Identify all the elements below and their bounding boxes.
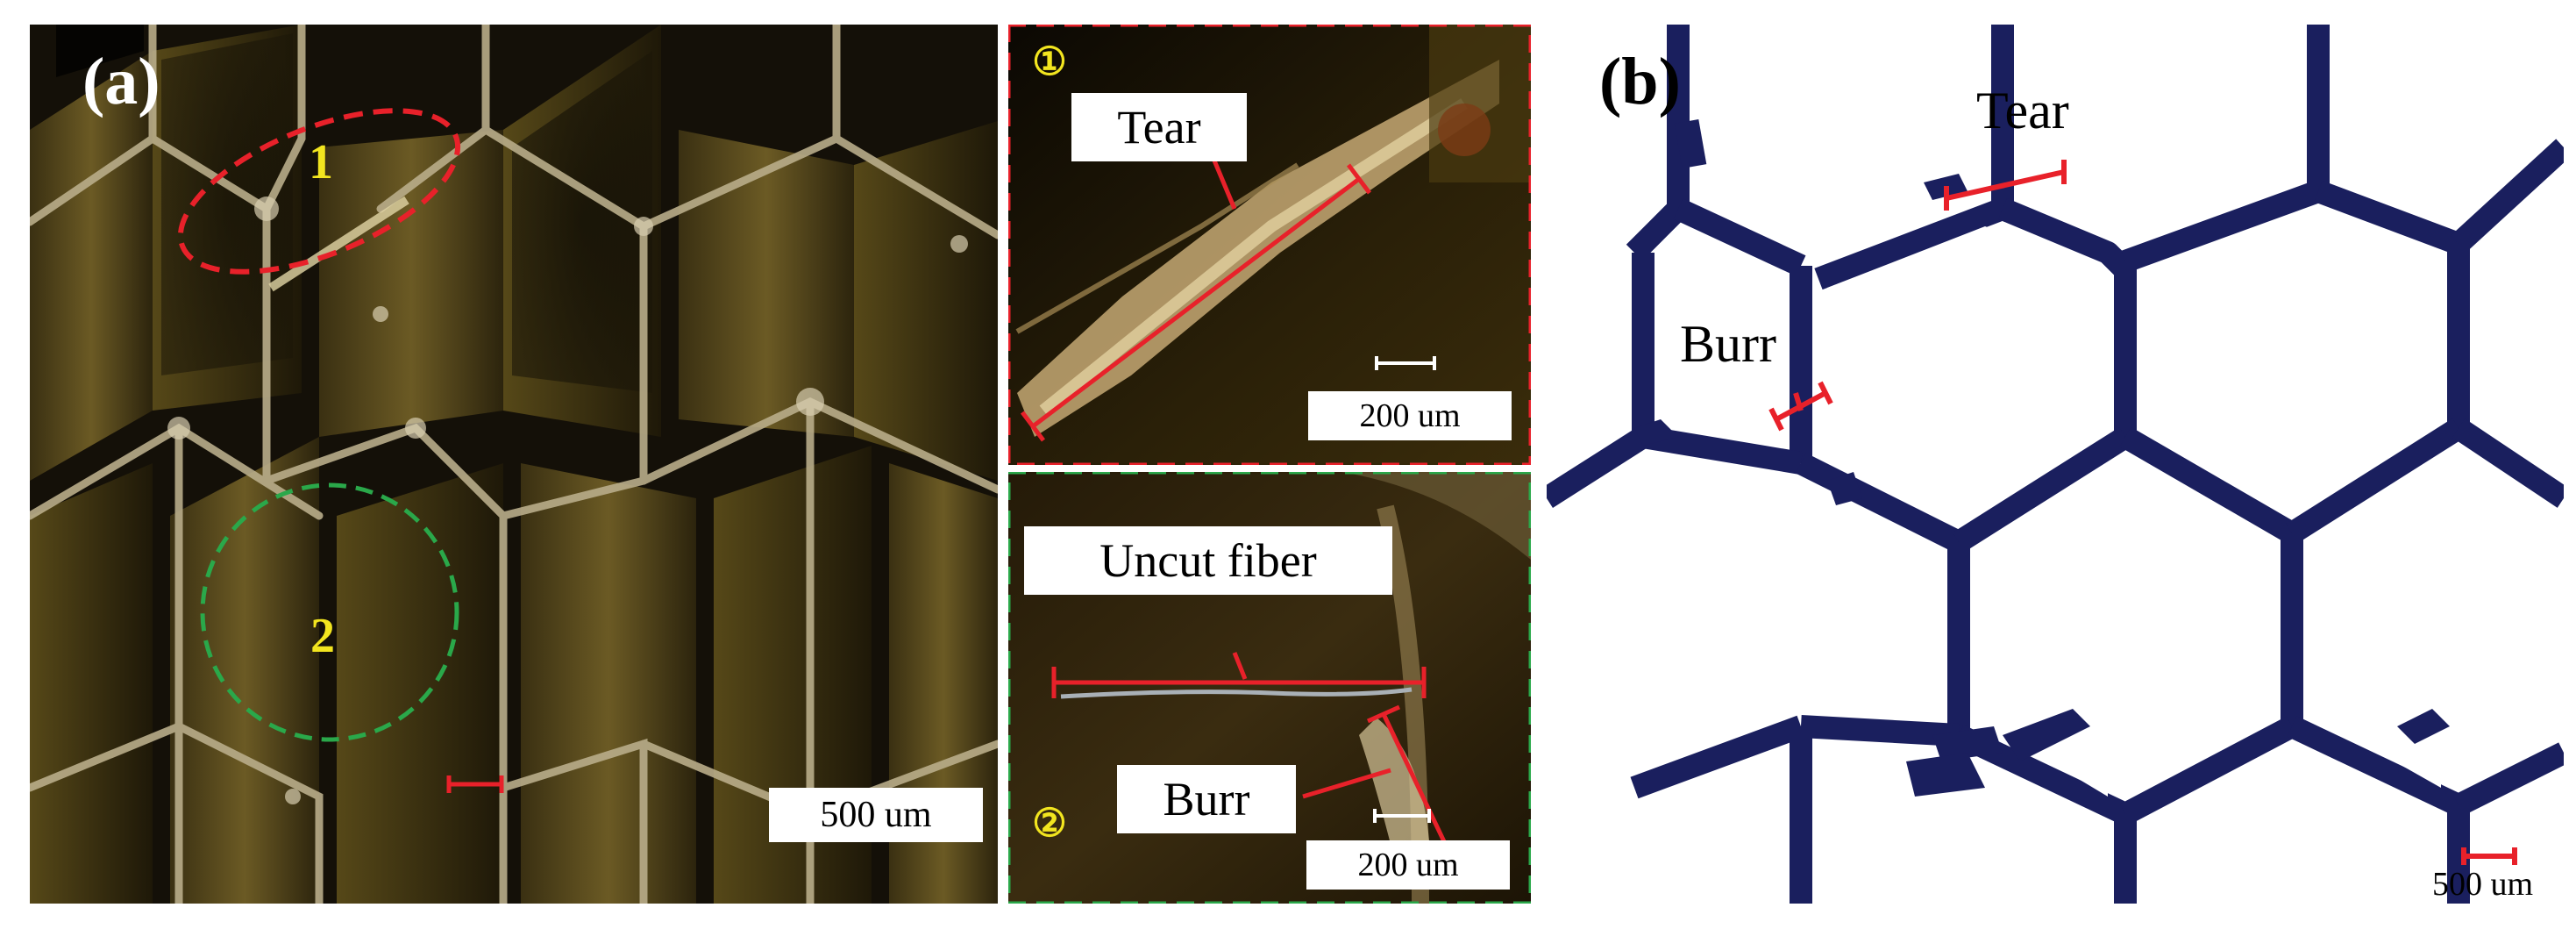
- inset-2-fiber-measure: [1051, 652, 1427, 698]
- inset-2-scale-bar-line: [1373, 809, 1431, 823]
- inset-2-scale-bar-label: 200 um: [1306, 840, 1510, 890]
- panel-b-burr-measure: [1768, 381, 1833, 432]
- honeycomb-photo: [30, 25, 998, 904]
- inset-1-tear-closeup: ① Tear 200 um: [1008, 25, 1531, 465]
- panel-a-letter: (a): [82, 45, 160, 118]
- panel-a-micrograph: (a) 1 2 500 um: [30, 25, 998, 904]
- panel-b-scale-bar-line: [2461, 847, 2517, 865]
- inset-2-marker: ②: [1032, 802, 1067, 845]
- inset-1-marker: ①: [1032, 40, 1067, 83]
- region-1-marker: 1: [309, 135, 333, 189]
- panel-b-tear-measure: [1944, 160, 2067, 211]
- inset-2-uncut-fiber-label: Uncut fiber: [1024, 526, 1392, 595]
- panel-b-scale-bar-label: 500 um: [2432, 866, 2534, 903]
- panel-b-letter: (b): [1599, 45, 1681, 118]
- simulated-honeycomb: [1547, 25, 2564, 904]
- panel-b-tear-label: Tear: [1976, 82, 2069, 139]
- panel-b-simulation: (b) Tear Burr 500 um: [1547, 25, 2564, 904]
- panel-b-burr-label: Burr: [1680, 315, 1776, 373]
- inset-1-scale-bar-line: [1375, 356, 1436, 370]
- inset-1-tear-label: Tear: [1071, 93, 1247, 161]
- simulation-debris: [1634, 118, 2450, 797]
- inset-1-scale-bar-label: 200 um: [1308, 391, 1512, 440]
- region-2-marker: 2: [310, 609, 335, 663]
- inset-2-burr-label: Burr: [1117, 765, 1296, 833]
- inset-2-fiber-burr-closeup: Uncut fiber Burr ② 200 um: [1008, 472, 1531, 904]
- panel-a-scale-bar-label: 500 um: [769, 788, 983, 842]
